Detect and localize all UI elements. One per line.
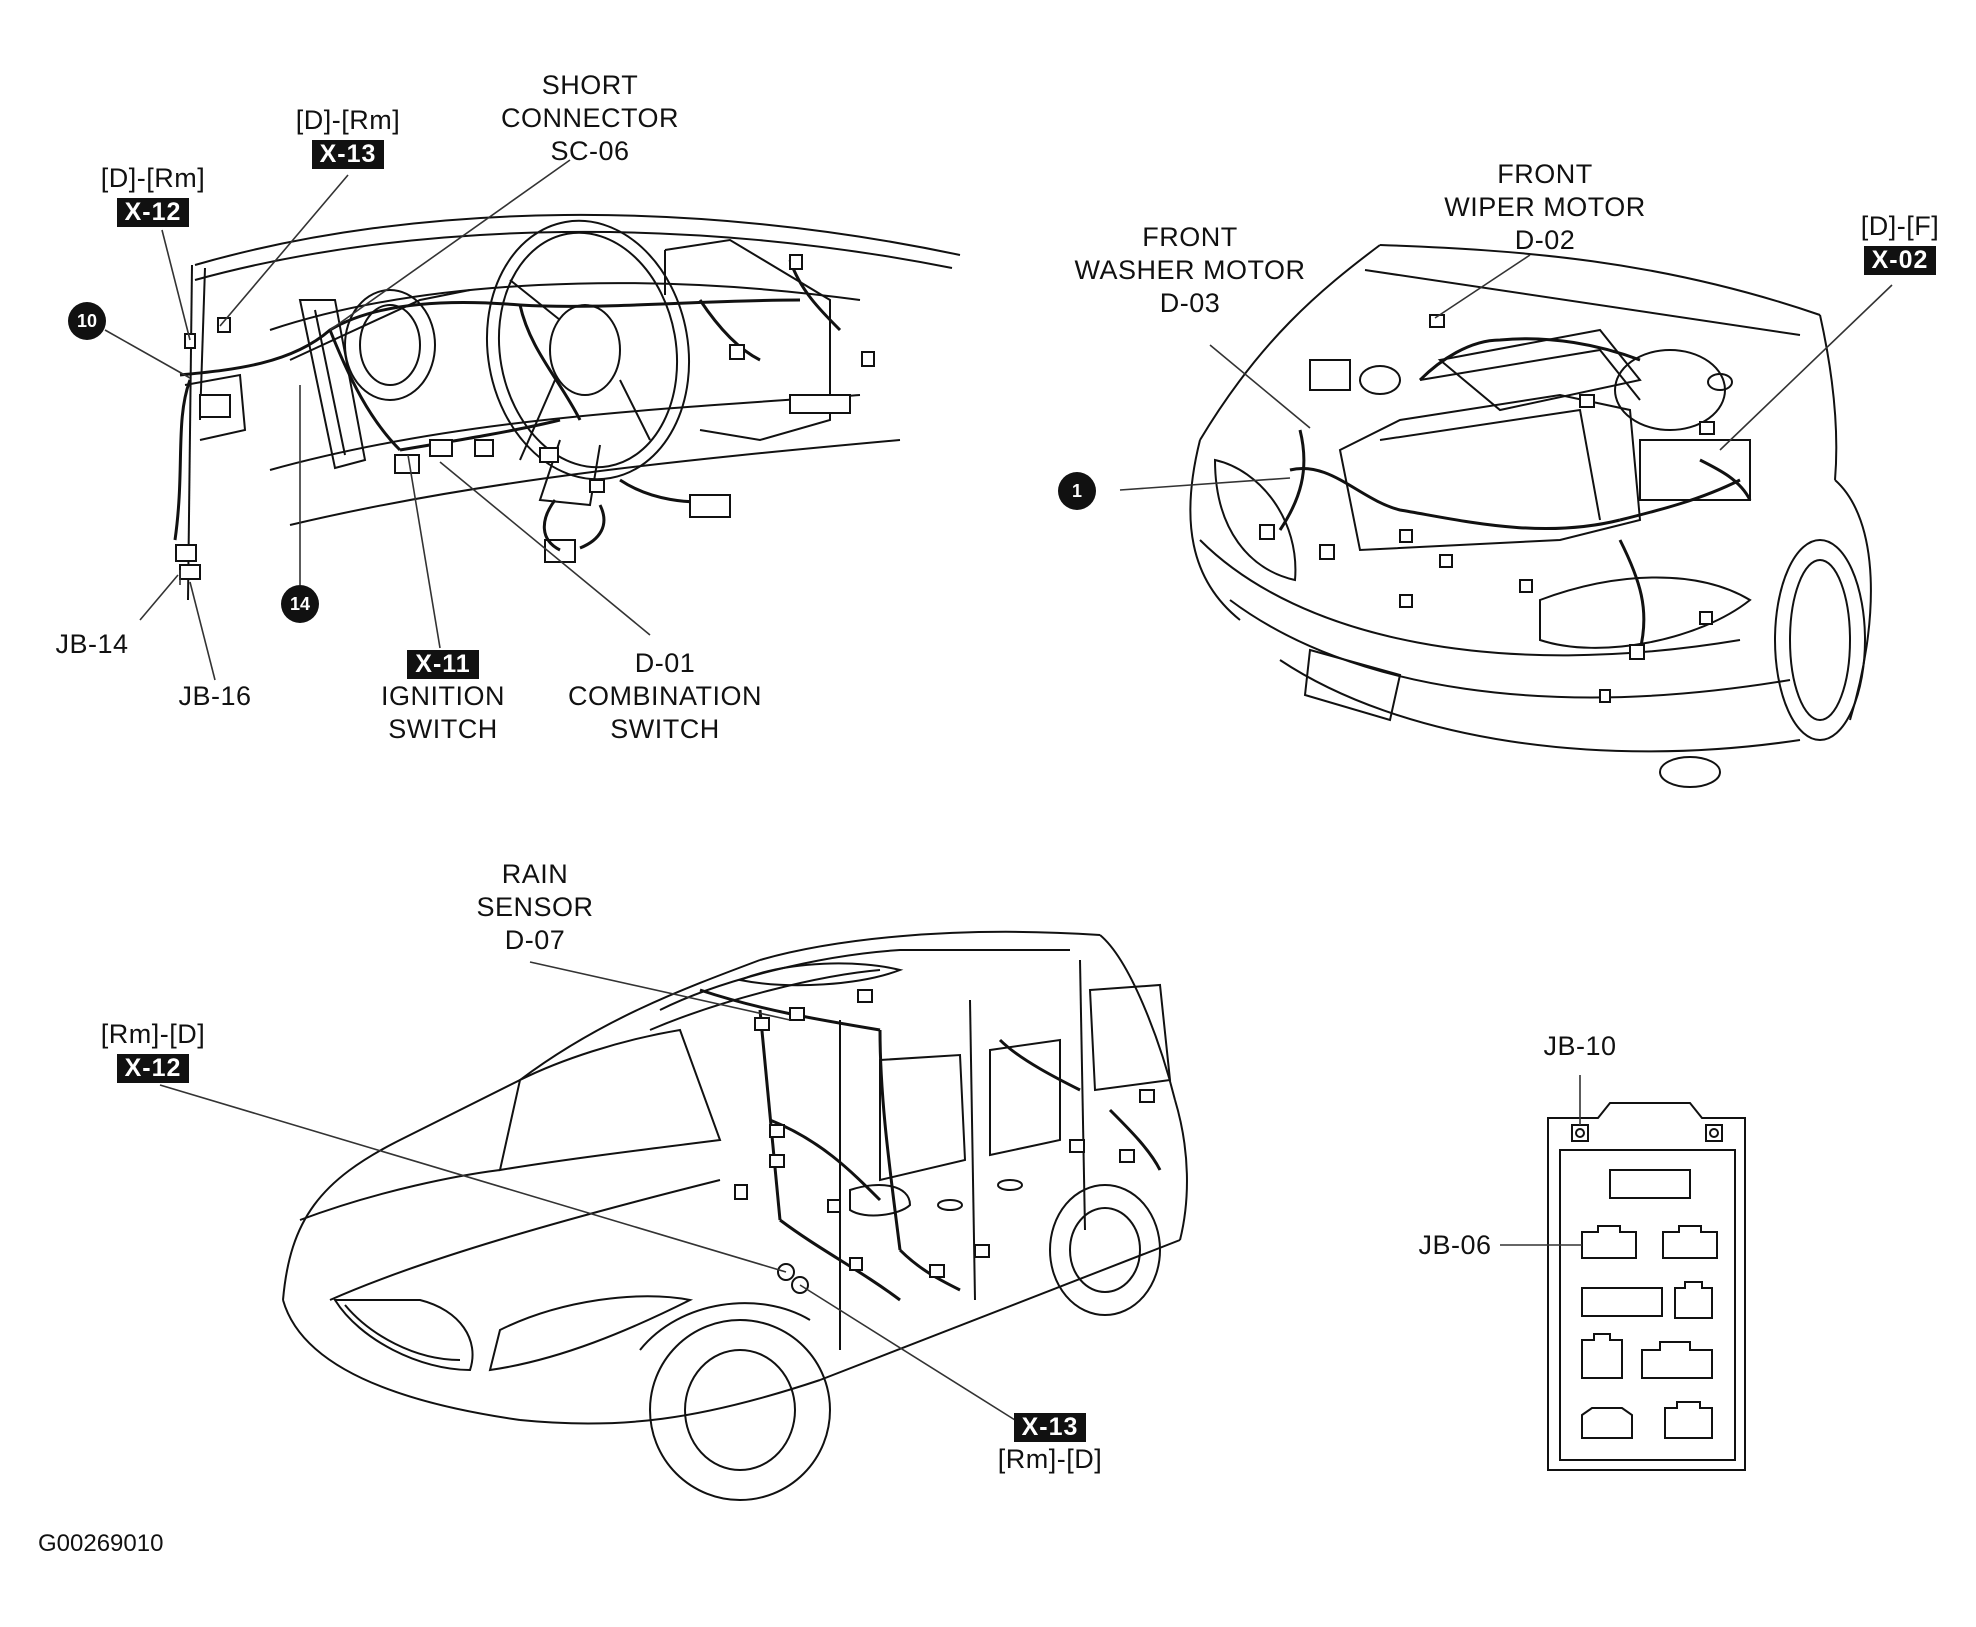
rain-sensor-label: RAIN SENSOR D-07 bbox=[450, 858, 620, 957]
callout-14-marker: 14 bbox=[281, 585, 319, 623]
x02-tag: X-02 bbox=[1863, 246, 1937, 275]
rain-line2: SENSOR bbox=[476, 892, 594, 922]
combination-switch-label: D-01 COMBINATION SWITCH bbox=[545, 647, 785, 746]
x13-bottom-location: [Rm]-[D] bbox=[997, 1444, 1103, 1474]
x13-top-tag: X-13 bbox=[311, 140, 385, 169]
short-connector-label: SHORT CONNECTOR SC-06 bbox=[490, 69, 690, 168]
x13-bottom-callout: X-13 [Rm]-[D] bbox=[980, 1410, 1120, 1476]
ignition-line2: SWITCH bbox=[388, 714, 498, 744]
x12-bottom-location: [Rm]-[D] bbox=[100, 1019, 206, 1049]
jb06-label: JB-06 bbox=[1418, 1230, 1492, 1260]
d01-line3: SWITCH bbox=[610, 714, 720, 744]
ignition-line1: IGNITION bbox=[381, 681, 505, 711]
minivan-leader-lines bbox=[159, 961, 1016, 1421]
x12-top-tag: X-12 bbox=[116, 198, 190, 227]
callout-10-marker: 10 bbox=[68, 302, 106, 340]
washer-line1: FRONT bbox=[1142, 222, 1238, 252]
wiper-line3: D-02 bbox=[1514, 225, 1576, 255]
dashboard-drawing bbox=[173, 213, 961, 601]
junction-block-drawing bbox=[1500, 1075, 1746, 1471]
minivan-drawing bbox=[282, 930, 1188, 1501]
figure-id: G00269010 bbox=[38, 1530, 164, 1557]
jb10-label: JB-10 bbox=[1543, 1031, 1617, 1061]
x12-top-callout: [D]-[Rm] X-12 bbox=[83, 162, 223, 228]
wiper-line1: FRONT bbox=[1497, 159, 1593, 189]
x12-top-location: [D]-[Rm] bbox=[100, 163, 206, 193]
short-connector-line1: SHORT bbox=[541, 70, 639, 100]
d01-line2: COMBINATION bbox=[568, 681, 762, 711]
short-connector-line3: SC-06 bbox=[550, 136, 630, 166]
x13-top-callout: [D]-[Rm] X-13 bbox=[278, 104, 418, 170]
x12-bottom-tag: X-12 bbox=[116, 1054, 190, 1083]
washer-motor-label: FRONT WASHER MOTOR D-03 bbox=[1040, 221, 1340, 320]
x11-tag: X-11 bbox=[407, 650, 479, 679]
callout-1-marker: 1 bbox=[1058, 472, 1096, 510]
rain-line3: D-07 bbox=[504, 925, 566, 955]
engine-bay-drawing bbox=[1189, 244, 1872, 788]
jb14-label: JB-14 bbox=[55, 629, 129, 659]
jb16-label: JB-16 bbox=[178, 681, 252, 711]
x02-location: [D]-[F] bbox=[1860, 211, 1940, 241]
rain-line1: RAIN bbox=[501, 859, 569, 889]
x13-top-location: [D]-[Rm] bbox=[295, 105, 401, 135]
dashboard-leader-lines bbox=[104, 159, 651, 681]
washer-line2: WASHER MOTOR bbox=[1074, 255, 1306, 285]
x02-callout: [D]-[F] X-02 bbox=[1840, 210, 1960, 276]
washer-line3: D-03 bbox=[1159, 288, 1221, 318]
x12-bottom-callout: [Rm]-[D] X-12 bbox=[83, 1018, 223, 1084]
short-connector-line2: CONNECTOR bbox=[500, 103, 679, 133]
engine-bay-leader-lines bbox=[1119, 254, 1893, 491]
d01-line1: D-01 bbox=[634, 648, 696, 678]
wiper-motor-label: FRONT WIPER MOTOR D-02 bbox=[1400, 158, 1690, 257]
x13-bottom-tag: X-13 bbox=[1013, 1413, 1087, 1442]
wiper-line2: WIPER MOTOR bbox=[1444, 192, 1646, 222]
ignition-switch-callout: X-11 IGNITION SWITCH bbox=[368, 647, 518, 746]
